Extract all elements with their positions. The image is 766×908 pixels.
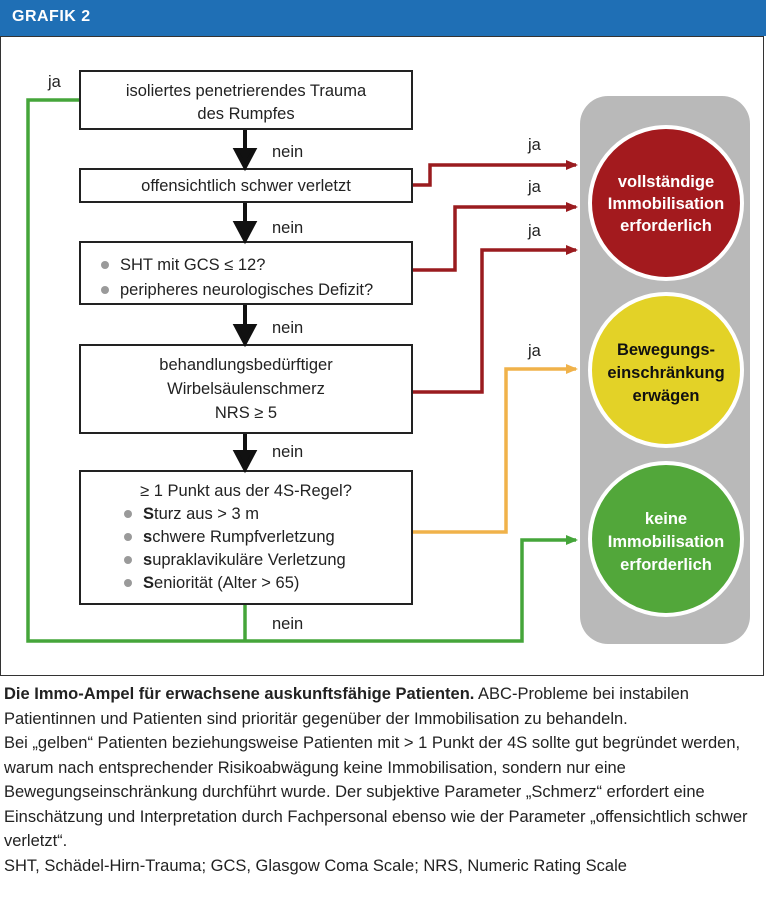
rule-text: eniorität (Alter > 65) <box>154 574 299 592</box>
rule-item: supraklavikuläre Verletzung <box>143 551 346 569</box>
red-light-label-2: Immobilisation <box>608 195 724 213</box>
red-light <box>588 125 744 281</box>
box4-line1: behandlungsbedürftiger <box>159 356 333 374</box>
box-spine-pain <box>79 344 413 434</box>
rule-initial: S <box>143 505 154 523</box>
rule-item: Sturz aus > 3 m <box>143 505 259 523</box>
caption-abbreviations: SHT, Schädel-Hirn-Trauma; GCS, Glasgow C… <box>4 856 627 875</box>
red-connector-2 <box>412 202 578 272</box>
figure-frame <box>0 36 764 676</box>
figure-header: GRAFIK 2 <box>0 0 766 36</box>
bullet-dot <box>124 556 132 564</box>
label-nein-3: nein <box>272 319 303 337</box>
caption-lead-rest: ABC-Probleme bei instabilen Patientinnen… <box>4 685 689 728</box>
box1-line1: isoliertes penetrierendes Trauma <box>126 82 367 100</box>
caption-paragraph-1: Die Immo-Ampel für erwachsene auskunftsf… <box>4 682 762 731</box>
box-4s-rule <box>79 470 413 605</box>
red-light-label-1: vollständige <box>618 173 714 191</box>
green-light <box>588 461 744 617</box>
box-neuro-check <box>79 241 413 305</box>
rule-initial: S <box>143 574 154 592</box>
box5-question: ≥ 1 Punkt aus der 4S-Regel? <box>140 482 352 500</box>
yellow-connector <box>412 364 578 534</box>
red-connector-1 <box>412 160 578 187</box>
box4-line2: Wirbelsäulenschmerz <box>167 380 325 398</box>
yellow-light-label-1: Bewegungs- <box>617 341 715 359</box>
box3-bullet1: SHT mit GCS ≤ 12? <box>120 256 265 274</box>
bullet-dot <box>124 533 132 541</box>
label-nein-1: nein <box>272 143 303 161</box>
flowchart: vollständige Immobilisation erforderlich… <box>26 70 750 644</box>
label-ja-top-left: ja <box>47 73 62 91</box>
box3-bullet2: peripheres neurologisches Defizit? <box>120 281 373 299</box>
yellow-light <box>588 292 744 448</box>
rule-text: turz aus > 3 m <box>154 505 259 523</box>
rule-item: Seniorität (Alter > 65) <box>143 574 299 592</box>
green-light-label-3: erforderlich <box>620 556 712 574</box>
caption-lead: Die Immo-Ampel für erwachsene auskunftsf… <box>4 685 475 703</box>
label-ja-red-2: ja <box>527 178 542 196</box>
rule-initial: s <box>143 551 152 569</box>
label-nein-5: nein <box>272 615 303 633</box>
green-light-label-2: Immobilisation <box>608 533 724 551</box>
label-ja-yellow: ja <box>527 342 542 360</box>
label-ja-red-3: ja <box>527 222 542 240</box>
label-nein-2: nein <box>272 219 303 237</box>
rule-initial: s <box>143 528 152 546</box>
bullet-dot <box>101 286 109 294</box>
yellow-light-label-2: einschränkung <box>607 364 724 382</box>
red-light-label-3: erforderlich <box>620 217 712 235</box>
box1-line2: des Rumpfes <box>197 105 294 123</box>
bullet-dot <box>124 579 132 587</box>
figure-caption: Die Immo-Ampel für erwachsene auskunftsf… <box>4 682 762 878</box>
rule-text: chwere Rumpfverletzung <box>152 528 335 546</box>
box4-line3: NRS ≥ 5 <box>215 404 277 422</box>
bullet-dot <box>101 261 109 269</box>
rule-item: schwere Rumpfverletzung <box>143 528 335 546</box>
green-light-label-1: keine <box>645 510 687 528</box>
label-nein-4: nein <box>272 443 303 461</box>
yellow-light-label-3: erwägen <box>633 387 700 405</box>
figure-title: GRAFIK 2 <box>12 8 91 25</box>
caption-paragraph-2: Bei „gelben“ Patienten beziehungsweise P… <box>4 734 748 850</box>
red-connector-3 <box>412 245 578 394</box>
label-ja-red-1: ja <box>527 136 542 154</box>
green-yes-connector <box>26 98 578 643</box>
rule-text: upraklavikuläre Verletzung <box>152 551 346 569</box>
bullet-dot <box>124 510 132 518</box>
box-penetrating-trauma <box>79 70 413 130</box>
box2-text: offensichtlich schwer verletzt <box>141 177 351 195</box>
